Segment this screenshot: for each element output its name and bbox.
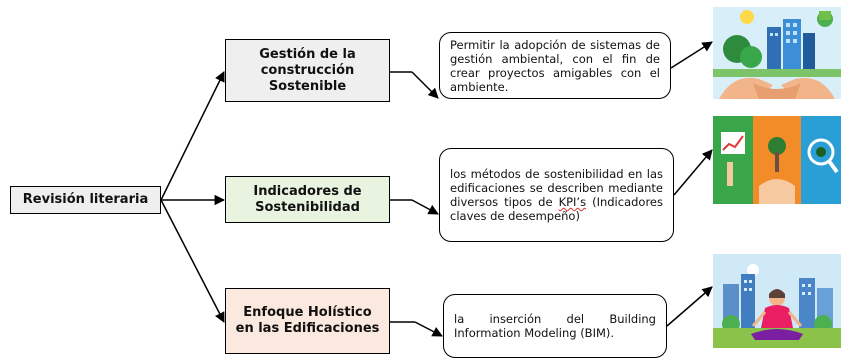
description-text-part: (Indicadores claves de desempeño) — [450, 195, 663, 223]
category-label: Indicadores de Sostenibilidad — [253, 183, 362, 215]
description-text-part: los métodos de sostenibilidad en las edi… — [450, 167, 663, 209]
arrow-desc2-to-pic2 — [673, 149, 713, 196]
category-holistic-approach: Enfoque Holístico en las Edificaciones — [225, 288, 390, 354]
kpi-term: KPI’s — [558, 195, 587, 209]
arrow-root-to-cat3 — [160, 199, 225, 323]
category-construction-management: Gestión de la construcción Sostenible — [225, 39, 390, 102]
arrow-root-to-cat1 — [160, 71, 225, 201]
arrow-to-desc2 — [411, 199, 439, 215]
description-text: la inserción del Building Information Mo… — [454, 312, 656, 340]
description-box-1: Permitir la adopción de sistemas de gest… — [439, 32, 671, 99]
root-label: Revisión literaria — [22, 192, 149, 207]
holistic-building-meditation-illustration — [713, 254, 841, 348]
sustainable-city-hands-illustration — [713, 7, 841, 99]
category-sustainability-indicators: Indicadores de Sostenibilidad — [225, 176, 390, 223]
description-box-2: los métodos de sostenibilidad en las edi… — [439, 148, 674, 242]
description-text: Permitir la adopción de sistemas de gest… — [450, 37, 660, 94]
description-text: los métodos de sostenibilidad en las edi… — [450, 167, 663, 223]
description-box-3: la inserción del Building Information Mo… — [443, 294, 667, 358]
arrow-desc3-to-pic3 — [666, 286, 713, 327]
arrow-to-desc3 — [414, 321, 443, 337]
root-node: Revisión literaria — [10, 186, 161, 214]
category-label: Enfoque Holístico en las Edificaciones — [235, 305, 380, 336]
arrow-to-desc1 — [411, 71, 439, 99]
arrow-desc1-to-pic1 — [670, 41, 713, 69]
growth-indicators-illustration — [713, 116, 841, 204]
category-label: Gestión de la construcción Sostenible — [259, 46, 356, 94]
